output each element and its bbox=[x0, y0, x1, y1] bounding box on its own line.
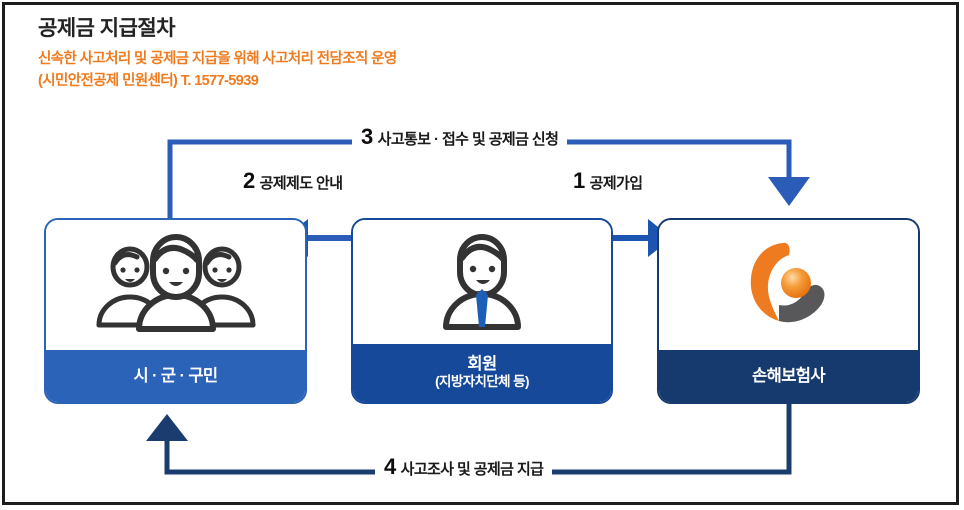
flow-label-1: 1 공제가입 bbox=[573, 168, 643, 193]
flow-number-1: 1 bbox=[573, 168, 585, 193]
flow-number-2: 2 bbox=[243, 168, 255, 193]
node-member-sublabel: (지방자치단체 등) bbox=[435, 374, 529, 390]
three-people-icon bbox=[91, 233, 261, 337]
node-citizens-label: 시 · 군 · 구민 bbox=[133, 366, 218, 385]
node-member-body bbox=[353, 220, 611, 344]
flow-text-1: 공제가입 bbox=[589, 175, 643, 192]
flow-label-2: 2 공제제도 안내 bbox=[243, 168, 343, 193]
node-insurer: 손해보험사 bbox=[657, 218, 920, 404]
flow-number-3: 3 bbox=[361, 124, 373, 149]
node-insurer-label: 손해보험사 bbox=[752, 366, 826, 385]
page-title: 공제금 지급절차 bbox=[38, 17, 176, 40]
node-insurer-footer: 손해보험사 bbox=[659, 350, 918, 402]
flow-label-3: 3 사고통보 · 접수 및 공제금 신청 bbox=[352, 124, 568, 149]
node-member-footer: 회원 (지방자치단체 등) bbox=[353, 344, 611, 402]
subtitle-block: 신속한 사고처리 및 공제금 지급을 위해 사고처리 전담조직 운영 (시민안전… bbox=[38, 48, 397, 93]
flow-number-4: 4 bbox=[384, 454, 396, 479]
node-citizens: 시 · 군 · 구민 bbox=[44, 218, 307, 404]
node-insurer-body bbox=[659, 220, 918, 350]
subtitle-line-1: 신속한 사고처리 및 공제금 지급을 위해 사고처리 전담조직 운영 bbox=[38, 51, 397, 67]
node-member: 회원 (지방자치단체 등) bbox=[351, 218, 613, 404]
node-citizens-body bbox=[46, 220, 305, 350]
flow-label-4: 4 사고조사 및 공제금 지급 bbox=[375, 454, 553, 479]
flow-text-4: 사고조사 및 공제금 지급 bbox=[400, 461, 544, 478]
flow-text-3: 사고통보 · 접수 및 공제금 신청 bbox=[377, 131, 559, 148]
insurer-logo-icon bbox=[737, 235, 841, 335]
node-citizens-footer: 시 · 군 · 구민 bbox=[46, 350, 305, 402]
business-person-icon bbox=[434, 230, 530, 334]
subtitle-line-2: (시민안전공제 민원센터) T. 1577-5939 bbox=[38, 73, 259, 90]
node-member-label: 회원 bbox=[467, 355, 497, 374]
flow-text-2: 공제제도 안내 bbox=[259, 175, 343, 192]
